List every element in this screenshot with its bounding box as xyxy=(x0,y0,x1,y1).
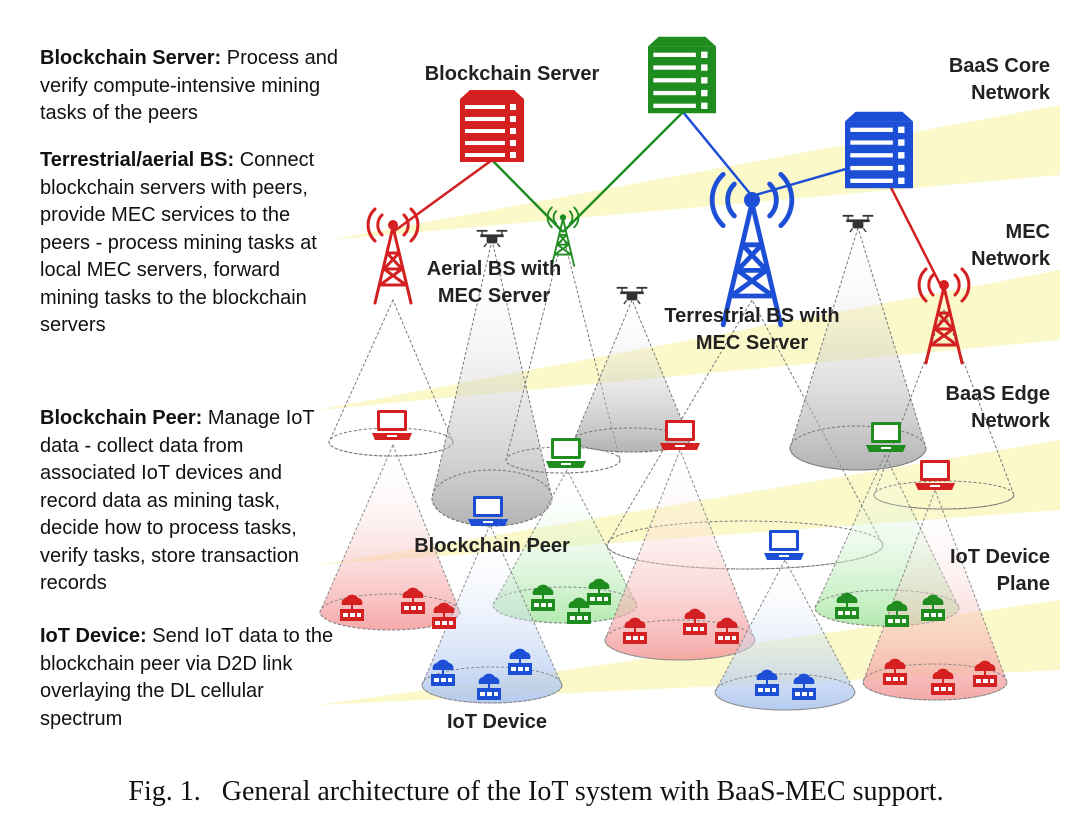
desc-text: Manage IoT data - collect data from asso… xyxy=(40,407,315,594)
desc-term: IoT Device: xyxy=(40,625,147,647)
edge-network-label-2: Network xyxy=(971,410,1051,432)
desc-term: Terrestrial/aerial BS: xyxy=(40,149,235,171)
desc-blockchain-server: Blockchain Server: Process and verify co… xyxy=(40,45,340,128)
mec-network-label-2: Network xyxy=(971,248,1051,270)
aerial-bs-label-2: MEC Server xyxy=(438,285,550,307)
server-icon xyxy=(845,111,913,189)
desc-text: Connect blockchain servers with peers, p… xyxy=(40,149,317,336)
laptop-icon xyxy=(866,422,906,452)
desc-text: Send IoT data to the blockchain peer via… xyxy=(40,625,334,730)
blockchain-peer-label: Blockchain Peer xyxy=(414,535,570,557)
cone-base xyxy=(421,666,563,704)
iot-plane-label-1: IoT Device xyxy=(950,546,1050,568)
backhaul-link xyxy=(682,111,753,197)
terrestrial-bs-label-2: MEC Server xyxy=(696,332,808,354)
edge-network-label-1: BaaS Edge xyxy=(946,383,1050,405)
iot-plane-label-2: Plane xyxy=(997,573,1050,595)
backhaul-link xyxy=(392,158,493,234)
laptop-icon xyxy=(764,530,804,560)
laptop-icon xyxy=(546,438,586,468)
backhaul-link xyxy=(491,159,564,233)
cone-body xyxy=(328,298,454,457)
server-icon xyxy=(460,90,524,162)
tower-icon xyxy=(366,207,420,305)
cone-base xyxy=(789,425,927,471)
peer-coverage-cone xyxy=(604,448,756,661)
aerial-bs-label-1: Aerial BS with xyxy=(427,258,561,280)
cone-base xyxy=(862,663,1008,701)
desc-base-station: Terrestrial/aerial BS: Connect blockchai… xyxy=(40,147,340,340)
core-network-label-1: BaaS Core xyxy=(949,55,1050,77)
laptop-icon xyxy=(468,496,508,526)
desc-term: Blockchain Server: xyxy=(40,47,222,69)
cone-base xyxy=(714,673,856,711)
desc-term: Blockchain Peer: xyxy=(40,407,203,429)
server-icon xyxy=(648,36,716,114)
figure-caption: Fig. 1. General architecture of the IoT … xyxy=(128,776,944,807)
diagram-labels: Blockchain Server BaaS Core Network MEC … xyxy=(414,55,1051,733)
backhaul-link xyxy=(562,111,684,233)
desc-text: Process and verify compute-intensive min… xyxy=(40,47,338,124)
cone-body xyxy=(606,298,884,570)
laptop-icon xyxy=(660,420,700,450)
terrestrial-bs-label-1: Terrestrial BS with xyxy=(664,305,839,327)
mec-network-label-1: MEC xyxy=(1006,221,1050,243)
bs-coverage-cones xyxy=(328,226,1015,570)
laptop-icon xyxy=(372,410,412,440)
cone-body xyxy=(714,558,856,711)
blockchain-server-label: Blockchain Server xyxy=(425,63,600,85)
cone-body xyxy=(604,448,756,661)
laptop-icon xyxy=(915,460,955,490)
bs-coverage-cone xyxy=(789,226,927,471)
iot-device-label: IoT Device xyxy=(447,711,547,733)
backhaul-links xyxy=(392,111,946,293)
peer-coverage-cone xyxy=(714,558,856,711)
core-network-label-2: Network xyxy=(971,82,1051,104)
desc-blockchain-peer: Blockchain Peer: Manage IoT data - colle… xyxy=(40,405,340,598)
desc-iot-device: IoT Device: Send IoT data to the blockch… xyxy=(40,623,340,733)
bs-coverage-cone xyxy=(328,298,454,457)
